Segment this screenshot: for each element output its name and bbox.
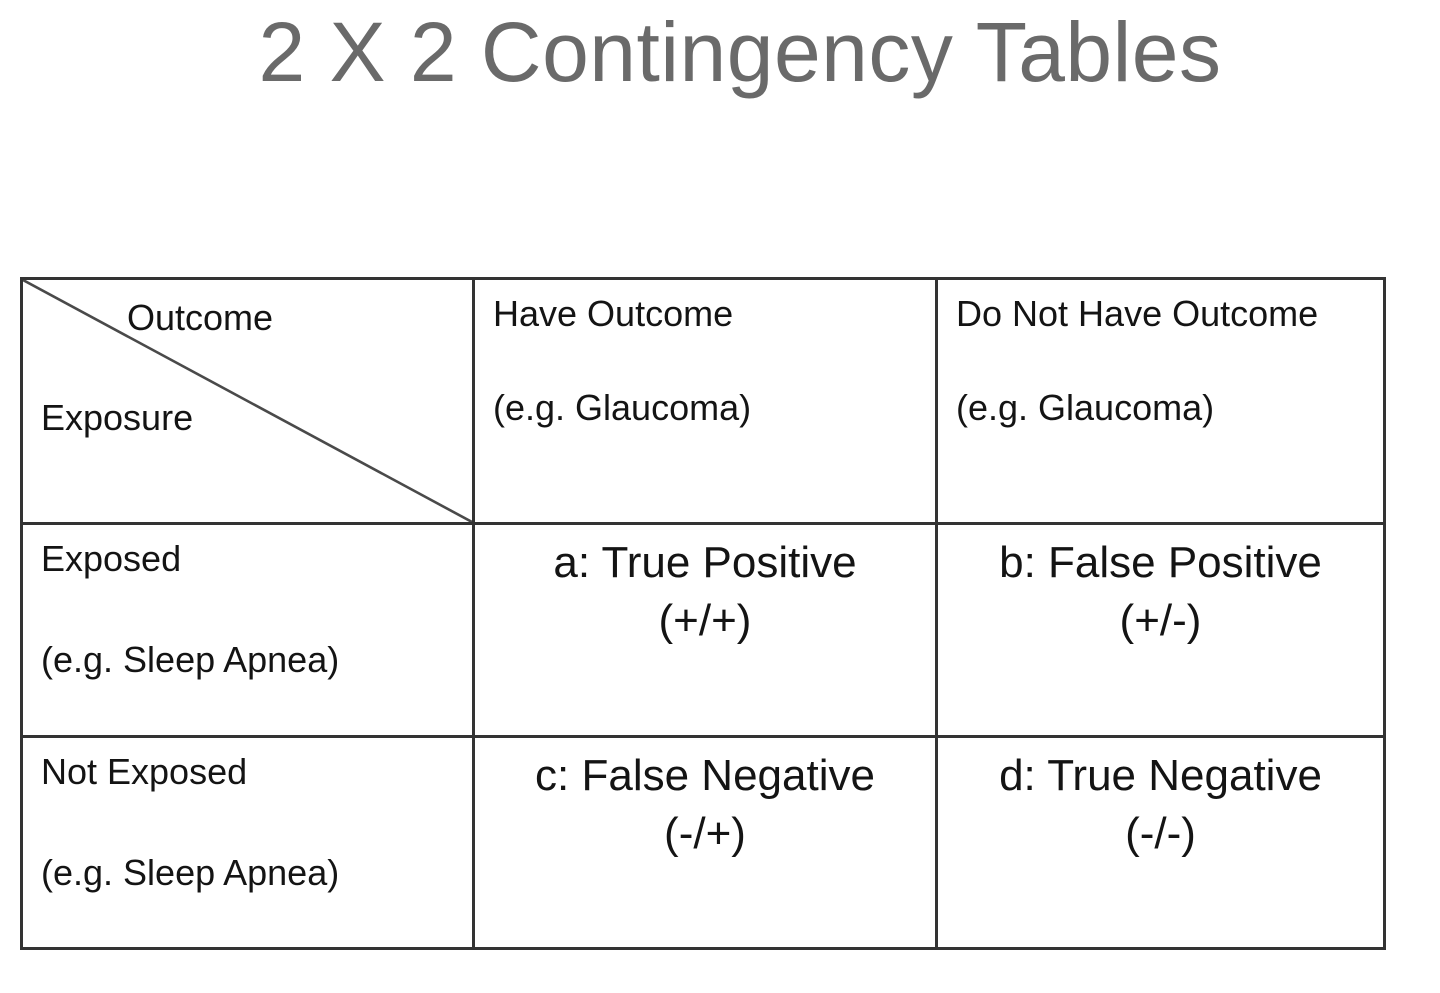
- contingency-table: Outcome Exposure Have Outcome (e.g. Glau…: [20, 277, 1386, 950]
- corner-cell: Outcome Exposure: [23, 280, 475, 525]
- row-header-exposed: Exposed (e.g. Sleep Apnea): [23, 525, 475, 738]
- row-header-example: (e.g. Sleep Apnea): [41, 851, 340, 893]
- row-header-example: (e.g. Sleep Apnea): [41, 638, 340, 680]
- diagonal-divider-line: [23, 280, 472, 522]
- col-header-have-outcome: Have Outcome (e.g. Glaucoma): [475, 280, 938, 525]
- cell-sign-notation: (+/+): [658, 596, 752, 646]
- col-header-label: Do Not Have Outcome: [956, 293, 1319, 334]
- cell-sign-notation: (-/-): [1125, 809, 1196, 859]
- cell-b-false-positive: b: False Positive (+/-): [938, 525, 1383, 738]
- corner-label-exposure: Exposure: [41, 397, 194, 438]
- page-title: 2 X 2 Contingency Tables: [258, 5, 1222, 99]
- cell-sign-notation: (-/+): [664, 809, 746, 859]
- row-header-label: Not Exposed: [41, 751, 248, 792]
- corner-label-outcome: Outcome: [127, 297, 274, 338]
- cell-label: b: False Positive: [999, 538, 1322, 587]
- cell-label: a: True Positive: [553, 538, 857, 587]
- cell-sign-notation: (+/-): [1119, 596, 1202, 646]
- row-header-label: Exposed: [41, 538, 182, 579]
- cell-d-true-negative: d: True Negative (-/-): [938, 738, 1383, 947]
- cell-label: c: False Negative: [535, 751, 875, 800]
- cell-a-true-positive: a: True Positive (+/+): [475, 525, 938, 738]
- cell-c-false-negative: c: False Negative (-/+): [475, 738, 938, 947]
- col-header-label: Have Outcome: [493, 293, 734, 334]
- col-header-example: (e.g. Glaucoma): [956, 386, 1215, 428]
- col-header-example: (e.g. Glaucoma): [493, 386, 752, 428]
- col-header-do-not-have-outcome: Do Not Have Outcome (e.g. Glaucoma): [938, 280, 1383, 525]
- row-header-not-exposed: Not Exposed (e.g. Sleep Apnea): [23, 738, 475, 947]
- cell-label: d: True Negative: [999, 751, 1322, 800]
